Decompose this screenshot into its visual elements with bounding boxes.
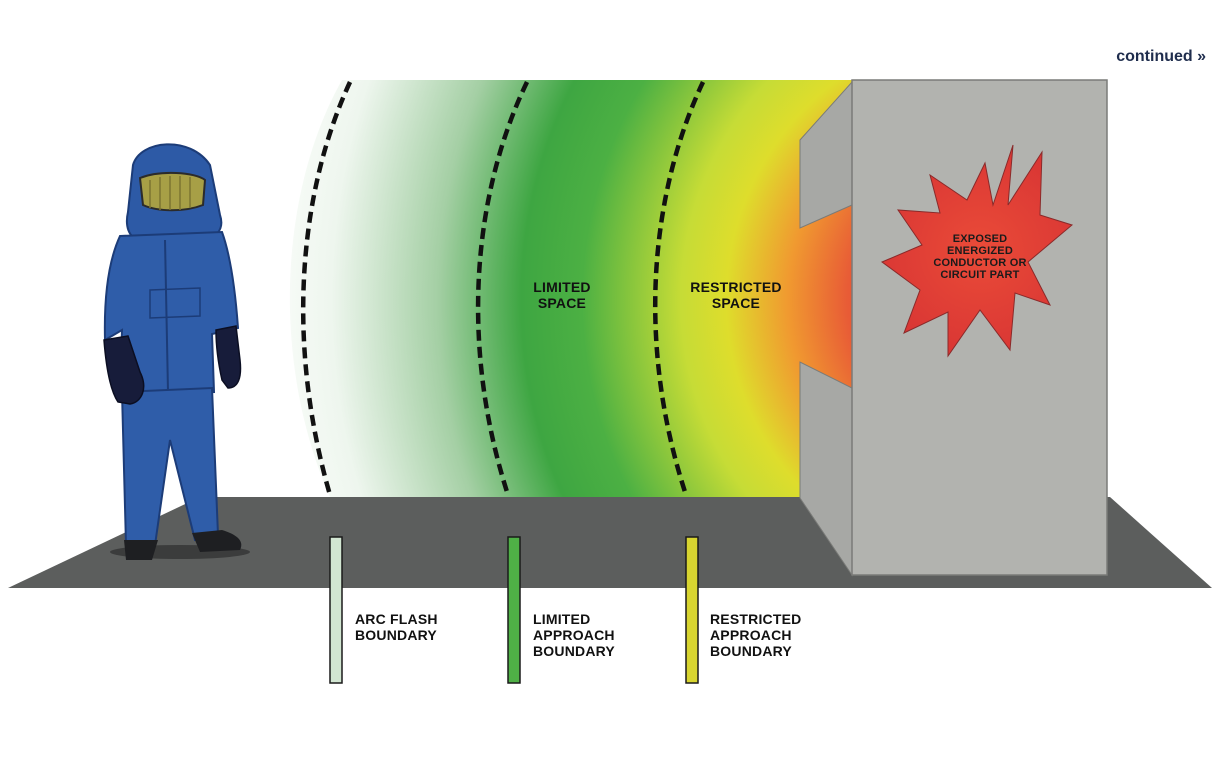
arc-flash-boundary-line [300, 81, 353, 496]
restricted-approach-line-3: BOUNDARY [710, 643, 792, 659]
limited-approach-line-3: BOUNDARY [533, 643, 615, 659]
restricted-approach-line-1: RESTRICTED [710, 611, 802, 627]
hazard-line-4: CIRCUIT PART [940, 269, 1020, 281]
limited-space-line-2: SPACE [537, 295, 587, 311]
hazard-zone-gradient [289, 80, 852, 497]
limited-space-label: LIMITED SPACE [524, 279, 600, 311]
hazard-line-3: CONDUCTOR OR [933, 257, 1027, 269]
restricted-approach-boundary-marker [685, 536, 699, 684]
arc-flash-boundary-label: ARC FLASH BOUNDARY [355, 611, 438, 643]
restricted-approach-line-2: APPROACH [710, 627, 792, 643]
continued-label: continued » [1116, 48, 1206, 65]
restricted-approach-boundary-label: RESTRICTED APPROACH BOUNDARY [710, 611, 801, 659]
hazard-line-2: ENERGIZED [947, 245, 1013, 257]
hazard-starburst-icon [880, 144, 1074, 358]
limited-approach-boundary-label: LIMITED APPROACH BOUNDARY [533, 611, 615, 659]
restricted-space-label: RESTRICTED SPACE [686, 279, 786, 311]
limited-space-line-1: LIMITED [533, 279, 591, 295]
worker-in-arc-flash-suit-icon [103, 143, 250, 560]
hazard-label: EXPOSED ENERGIZED CONDUCTOR OR CIRCUIT P… [924, 233, 1036, 281]
limited-approach-line-1: LIMITED [533, 611, 591, 627]
limited-approach-boundary-marker [507, 536, 521, 684]
limited-approach-boundary-line [475, 81, 530, 496]
hazard-line-1: EXPOSED [952, 233, 1008, 245]
restricted-space-line-2: SPACE [711, 295, 761, 311]
limited-approach-line-2: APPROACH [533, 627, 615, 643]
restricted-approach-boundary-line [652, 81, 706, 496]
arc-flash-line-1: ARC FLASH [355, 611, 438, 627]
arc-flash-line-2: BOUNDARY [355, 627, 437, 643]
arc-flash-boundary-marker [329, 536, 343, 684]
equipment-cabinet [851, 79, 1108, 576]
restricted-space-line-1: RESTRICTED [690, 279, 782, 295]
